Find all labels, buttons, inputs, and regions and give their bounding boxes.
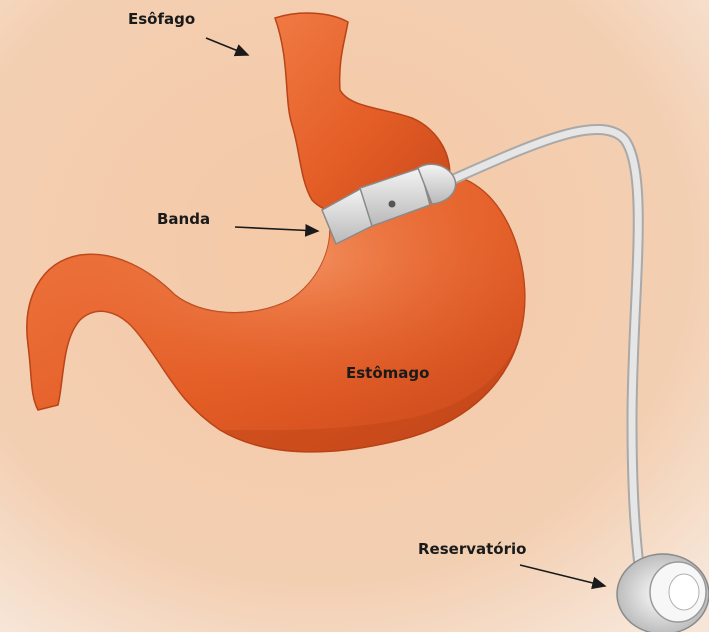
band-label: Banda — [157, 210, 210, 228]
esophagus-label: Esôfago — [128, 10, 195, 28]
reservoir-port — [617, 554, 709, 632]
reservoir-label: Reservatório — [418, 540, 526, 558]
stomach-label: Estômago — [346, 364, 429, 382]
